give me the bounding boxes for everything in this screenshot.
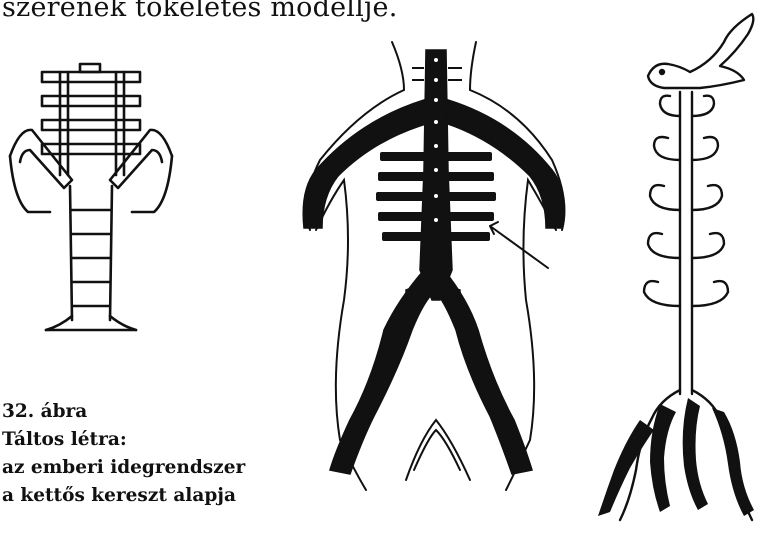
caption-line-3: az emberi idegrendszer [2, 454, 245, 482]
caption-figure-number: 32. ábra [2, 398, 245, 426]
caption-title: Táltos létra: [2, 426, 245, 454]
figure-caption: 32. ábra Táltos létra: az emberi idegren… [2, 398, 245, 510]
tree-roots-icon [598, 398, 754, 516]
caption-line-4: a kettős kereszt alapja [2, 482, 245, 510]
ladder-figure-icon [10, 64, 172, 330]
nervous-system-figure-icon [303, 42, 564, 490]
